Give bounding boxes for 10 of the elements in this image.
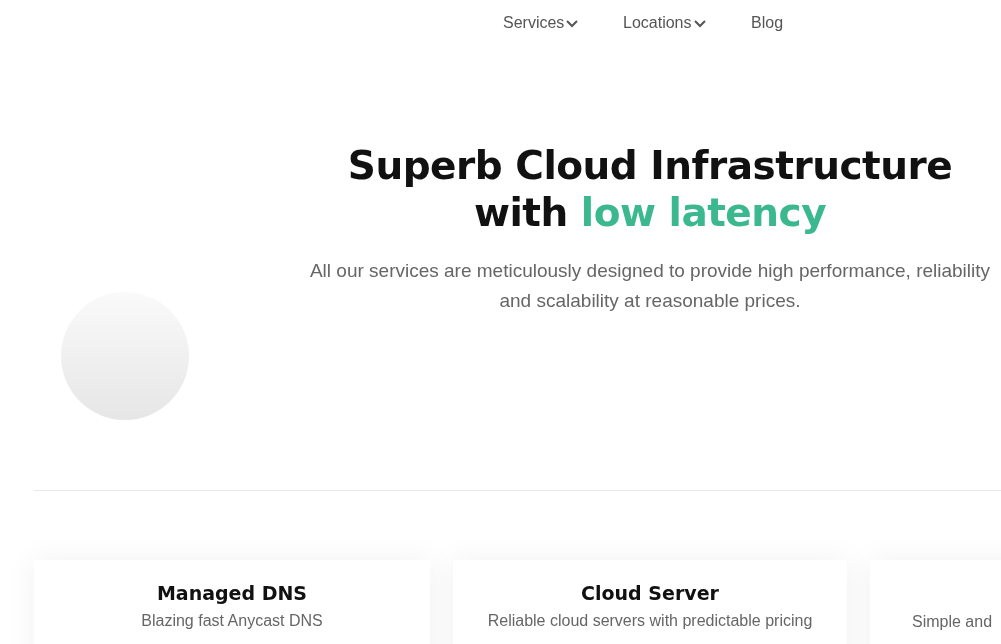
hero-heading: Superb Cloud Infrastructure with low latency xyxy=(346,142,954,236)
card-description: Reliable cloud servers with predictable pricing xyxy=(486,612,814,630)
nav-link: Blog xyxy=(751,14,784,31)
card-description: Blazing fast Anycast DNS xyxy=(140,612,324,630)
nav-link: Locations xyxy=(623,14,692,31)
card-title: Managed DNS xyxy=(155,582,309,604)
card-description: Simple and xyxy=(911,613,994,631)
nav-link: Services xyxy=(503,14,565,31)
card-title: Cloud Server xyxy=(580,582,720,604)
hero-description: All our services are meticulously designed to provide high performance, reliability and scalability at reasonable prices. xyxy=(308,259,992,313)
